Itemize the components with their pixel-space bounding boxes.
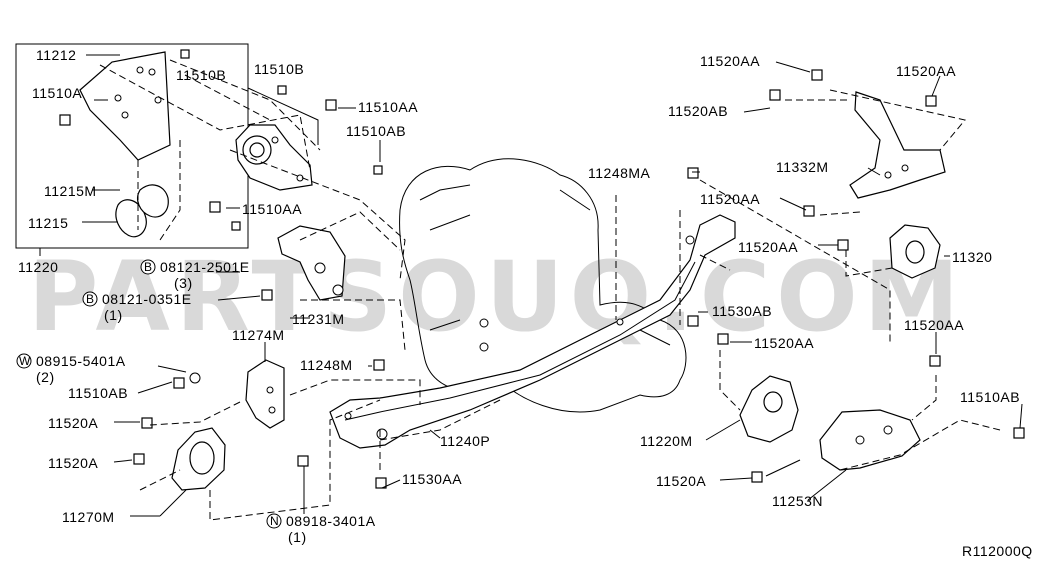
label-11530AB: 11530AB [712,303,772,319]
label-11215: 11215 [28,215,68,231]
label-11520A-a: 11520A [48,415,98,431]
engine-mount-11220-upper [235,124,313,191]
label-11231M: 11231M [292,311,345,327]
bracket-11212 [79,51,171,161]
engine-mount-11270M [171,427,226,491]
fasteners [59,49,1025,489]
part-labels: 11212 11510B 11510B 11510A 11510AA 11510… [16,47,1020,545]
insulator-11320 [889,224,941,279]
leader-lines [39,54,1023,517]
label-08918-3401A-qty: (1) [288,529,307,545]
label-11520A-c: 11520A [656,473,706,489]
label-11520AA-f: 11520AA [904,317,964,333]
engine-block-outline [399,158,687,413]
label-11520AA-d: 11520AA [738,239,798,255]
label-11248MA: 11248MA [588,165,651,181]
label-11510AA-a: 11510AA [358,99,418,115]
label-08121-0351E: 08121-0351E [102,291,192,307]
prefix-b2: B [86,292,94,306]
label-11510AB-c: 11510AB [960,389,1020,405]
label-11248M: 11248M [300,357,353,373]
label-11520AA-e: 11520AA [754,335,814,351]
label-11253N: 11253N [772,493,823,509]
label-08915-5401A: 08915-5401A [36,353,126,369]
label-11510AA-b: 11510AA [242,201,302,217]
prefix-circle-b1 [140,259,156,275]
prefix-w: W [19,354,31,368]
bracket-11253N [819,409,921,471]
label-11510B-b: 11510B [254,61,304,77]
label-11520AA-a: 11520AA [700,53,760,69]
engine-mount-11220M [739,375,799,443]
assembly-dashed-lines [99,59,1001,521]
label-11270M: 11270M [62,509,115,525]
label-08121-2501E: 08121-2501E [160,259,250,275]
drawing-code: R112000Q [962,543,1033,559]
label-11220M: 11220M [640,433,693,449]
insulator-11215 [115,184,169,238]
label-11320: 11320 [952,249,992,265]
label-11520AB: 11520AB [668,103,728,119]
label-11240P: 11240P [440,433,490,449]
watermark: PARTSOUQ.COM [28,241,965,353]
bracket-11332M [849,91,946,199]
label-11510B-a: 11510B [176,67,226,83]
label-08918-3401A: 08918-3401A [286,513,376,529]
bracket-11274M [245,359,285,429]
label-08121-2501E-qty: (3) [174,275,193,291]
label-11530AA: 11530AA [402,471,462,487]
label-11520A-b: 11520A [48,455,98,471]
label-11274M: 11274M [232,327,285,343]
label-08915-5401A-qty: (2) [36,369,55,385]
prefix-circle-n [266,513,282,529]
prefix-circle-b2 [82,291,98,307]
label-11212: 11212 [36,47,76,63]
bracket-11231M [277,225,346,301]
prefix-b1: B [144,260,152,274]
label-11510A: 11510A [32,85,82,101]
label-08121-0351E-qty: (1) [104,307,123,323]
prefix-circle-w [16,353,32,369]
label-11510AB-b: 11510AB [68,385,128,401]
prefix-n: N [270,514,279,528]
label-11520AA-c: 11520AA [700,191,760,207]
label-11215M: 11215M [44,183,97,199]
label-11510AB-a: 11510AB [346,123,406,139]
label-11520AA-b: 11520AA [896,63,956,79]
label-11332M: 11332M [776,159,829,175]
label-11220: 11220 [18,259,58,275]
